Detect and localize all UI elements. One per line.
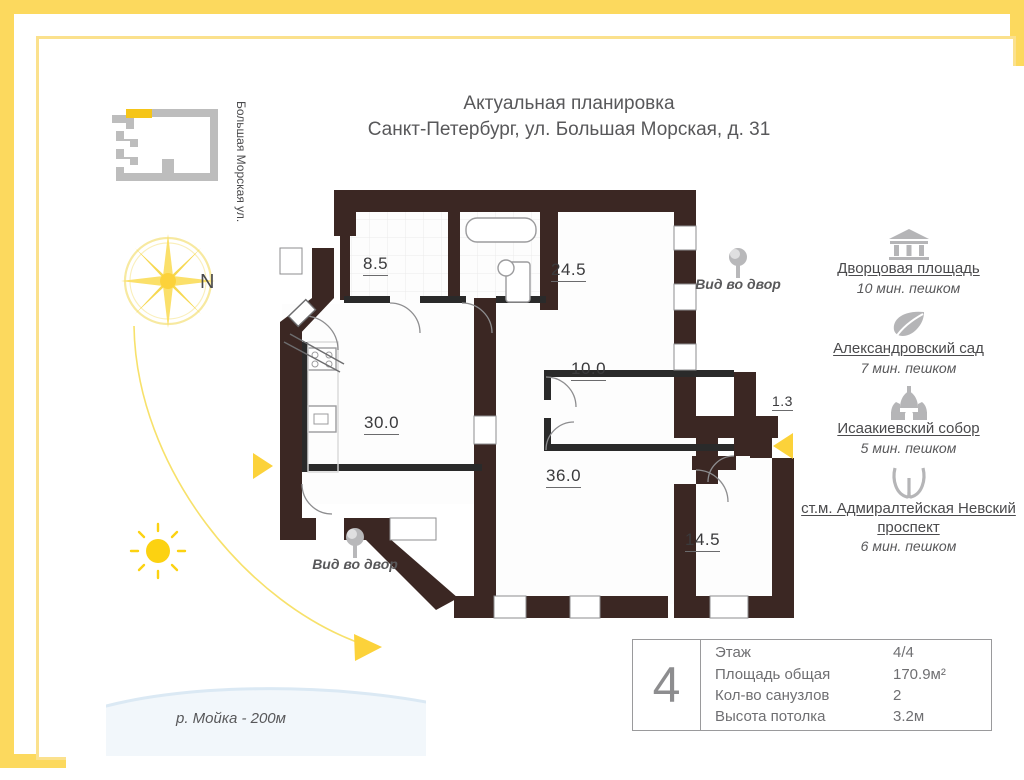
room-area-label: 36.0 bbox=[546, 466, 582, 488]
info-value: 4/4 bbox=[893, 644, 914, 662]
info-value: 3.2м bbox=[893, 708, 925, 726]
yard-view-marker: Вид во двор bbox=[312, 526, 398, 572]
sink-icon bbox=[307, 405, 337, 433]
poi-walk-time: 7 мин. пешком bbox=[860, 359, 957, 376]
info-row: Этаж 4/4 bbox=[715, 642, 979, 663]
frame-white-gap: Актуальная планировка Санкт-Петербург, у… bbox=[14, 14, 1024, 780]
river-label: р. Мойка - 200м bbox=[176, 710, 286, 727]
walls bbox=[280, 190, 794, 618]
page-title: Актуальная планировка Санкт-Петербург, у… bbox=[319, 91, 819, 142]
floor-plan-drawing bbox=[279, 190, 794, 619]
room-area-label: 14.5 bbox=[685, 530, 721, 552]
sun-icon bbox=[129, 522, 187, 580]
poi-walk-time: 10 мин. пешком bbox=[856, 279, 961, 296]
info-label: Этаж bbox=[715, 644, 751, 662]
room-area-label: 8.5 bbox=[363, 254, 389, 276]
title-line-1: Актуальная планировка bbox=[463, 93, 675, 114]
poi-name[interactable]: Александровский сад bbox=[833, 339, 984, 357]
info-label: Площадь общая bbox=[715, 665, 831, 683]
sun-direction-arrow bbox=[354, 634, 382, 661]
entrance-door bbox=[283, 298, 345, 373]
classical-building-icon bbox=[796, 226, 1021, 260]
windows bbox=[279, 225, 749, 619]
minimap-highlight-unit bbox=[126, 109, 152, 118]
poi-name[interactable]: Дворцовая площадь bbox=[837, 260, 980, 277]
poi-item[interactable]: ст.м. Адмиралтейская Невский проспект 6 … bbox=[796, 466, 1021, 556]
yard-view-marker: Вид во двор bbox=[695, 246, 781, 292]
info-rows: Этаж 4/4 Площадь общая 170.9м² Кол-во са… bbox=[701, 640, 991, 730]
compass-rose-icon bbox=[121, 234, 215, 328]
poi-item[interactable]: Александровский сад 7 мин. пешком bbox=[796, 306, 1021, 377]
building-minimap bbox=[112, 109, 218, 181]
points-of-interest-list: Дворцовая площадь 10 мин. пешком Алексан… bbox=[796, 226, 1021, 565]
leaf-icon bbox=[796, 306, 1021, 340]
door-swings bbox=[301, 302, 735, 515]
room-area-label: 1.3 bbox=[772, 393, 793, 411]
map-pin-icon bbox=[729, 248, 747, 278]
poi-walk-time: 5 мин. пешком bbox=[860, 439, 957, 456]
info-row: Высота потолка 3.2м bbox=[715, 706, 979, 727]
info-label: Кол-во санузлов bbox=[715, 687, 830, 704]
poi-name[interactable]: ст.м. Адмиралтейская Невский проспект bbox=[801, 499, 1016, 536]
yard-view-label: Вид во двор bbox=[312, 556, 398, 572]
poi-item[interactable]: Исаакиевский собор 5 мин. пешком bbox=[796, 385, 1021, 457]
plan-canvas: Актуальная планировка Санкт-Петербург, у… bbox=[66, 66, 1024, 780]
bathtub-icon bbox=[465, 217, 537, 243]
info-label: Высота потолка bbox=[715, 708, 826, 726]
info-value: 170.9м² bbox=[893, 665, 946, 683]
poi-walk-time: 6 мин. пешком bbox=[860, 538, 957, 555]
title-line-2: Санкт-Петербург, ул. Большая Морская, д.… bbox=[367, 118, 771, 140]
apartment-info-table: 4 Этаж 4/4 Площадь общая 170.9м² Кол-во … bbox=[632, 639, 992, 731]
room-area-label: 24.5 bbox=[551, 260, 587, 282]
info-value: 2 bbox=[893, 687, 902, 704]
floor-number-badge: 4 bbox=[633, 640, 701, 730]
frame-inner-border: Актуальная планировка Санкт-Петербург, у… bbox=[36, 36, 1024, 780]
room-area-label: 30.0 bbox=[364, 413, 400, 435]
view-direction-arrow-right bbox=[773, 433, 793, 459]
cathedral-icon bbox=[796, 385, 1021, 420]
info-row: Кол-во санузлов 2 bbox=[715, 685, 979, 706]
poi-name[interactable]: Исаакиевский собор bbox=[837, 419, 980, 437]
info-row: Площадь общая 170.9м² bbox=[715, 664, 979, 685]
view-direction-arrow-left bbox=[253, 453, 273, 479]
compass-north-label: N bbox=[200, 271, 215, 293]
yard-view-label: Вид во двор bbox=[695, 276, 781, 292]
sun-path-arc bbox=[129, 325, 382, 661]
map-pin-icon bbox=[346, 528, 364, 558]
metro-icon bbox=[796, 466, 1021, 500]
room-area-label: 10.0 bbox=[571, 359, 607, 381]
poi-item[interactable]: Дворцовая площадь 10 мин. пешком bbox=[796, 226, 1021, 297]
river-graphic bbox=[106, 687, 426, 756]
